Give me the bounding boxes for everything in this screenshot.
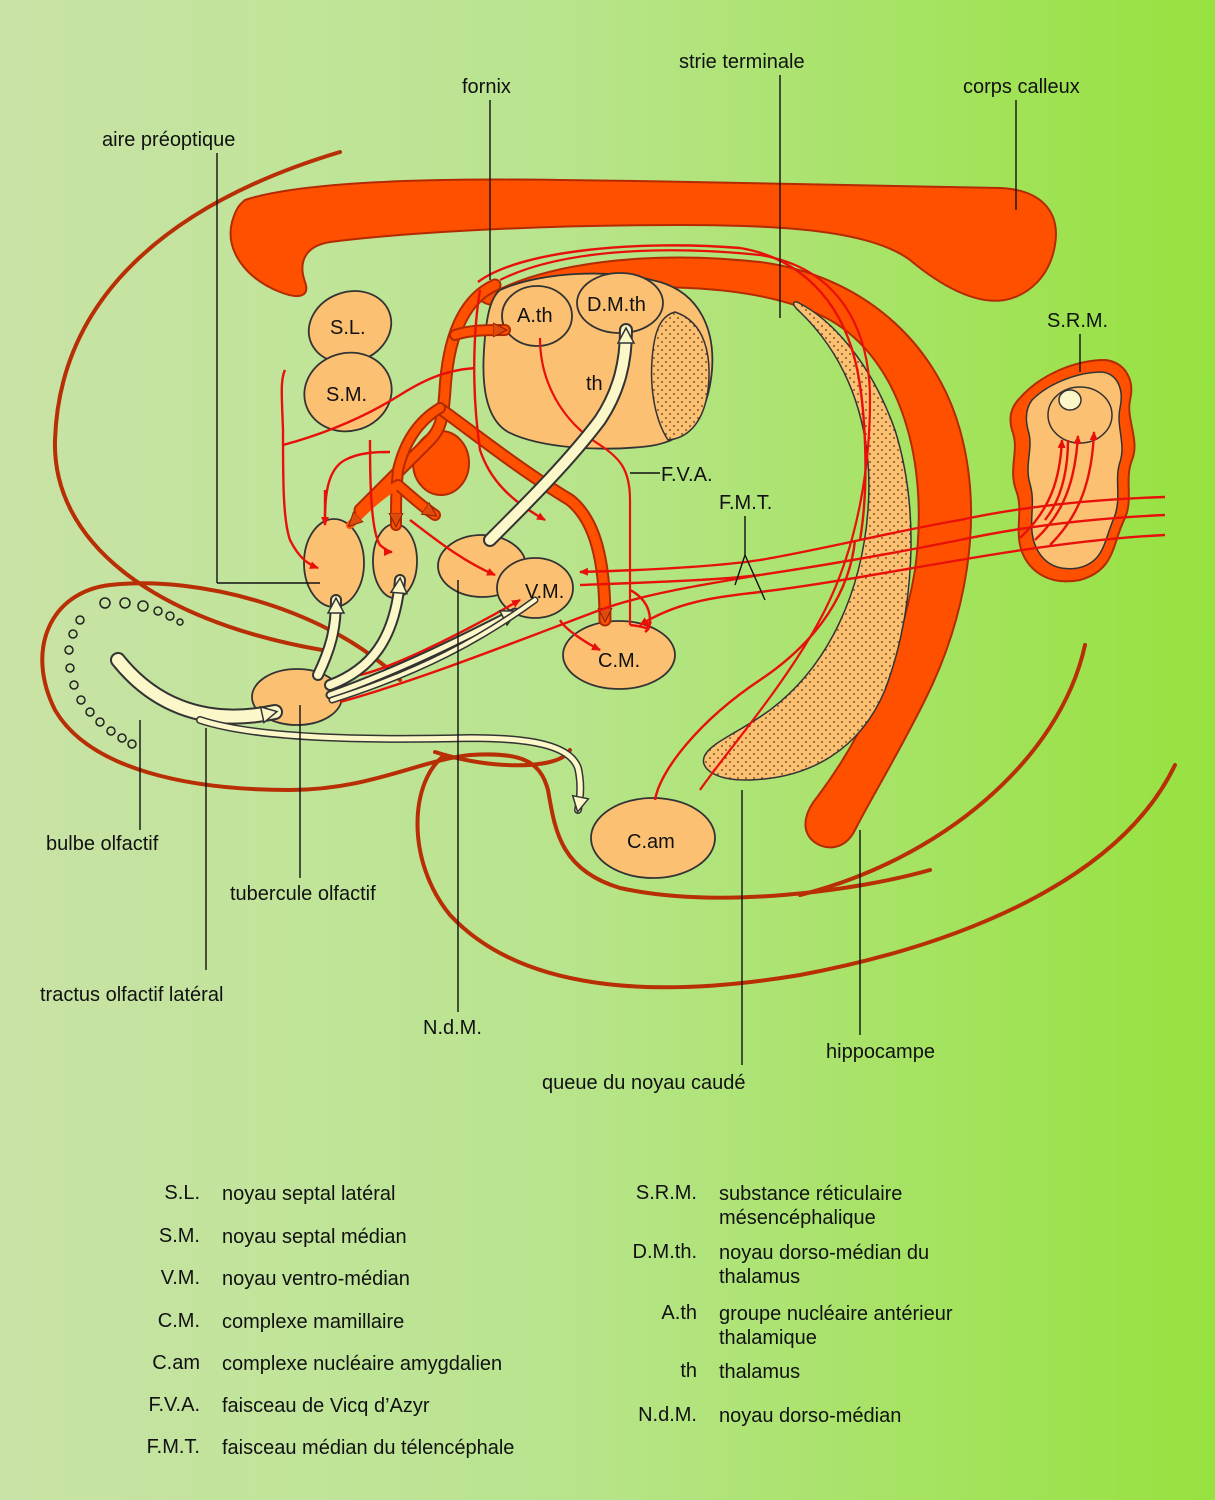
legend-desc: noyau septal latéral xyxy=(222,1183,396,1205)
legend-abbr: S.R.M. xyxy=(635,1182,697,1204)
legend-desc: complexe nucléaire amygdalien xyxy=(222,1353,503,1375)
hippocampe-shape xyxy=(478,256,973,849)
label-strie-terminale: strie terminale xyxy=(679,51,805,73)
nucleus-cam-shape xyxy=(590,797,716,879)
legend-row: C.am complexe nucléaire amygdalien xyxy=(120,1352,502,1376)
label-aire-preoptique: aire préoptique xyxy=(102,129,235,151)
legend-row: S.R.M. substance réticulaire mésencéphali… xyxy=(617,1182,969,1230)
thalamus-group xyxy=(482,272,714,450)
outer-contour xyxy=(52,150,342,652)
label-fmt: F.M.T. xyxy=(719,492,772,514)
label-ndm: N.d.M. xyxy=(423,1017,482,1039)
legend-row: D.M.th. noyau dorso-médian du thalamus xyxy=(617,1241,979,1289)
red-pathways xyxy=(280,244,1166,801)
legend-desc: groupe nucléaire antérieur thalamique xyxy=(719,1303,953,1349)
fornix-pathway xyxy=(346,278,605,627)
label-tractus-olfactif: tractus olfactif latéral xyxy=(40,984,223,1006)
nuclei xyxy=(251,290,716,879)
inner-temporal-arc xyxy=(798,643,1087,897)
legend-row: V.M. noyau ventro-médian xyxy=(120,1267,410,1291)
nucleus-label-dmth: D.M.th xyxy=(587,294,646,316)
temporal-outline xyxy=(415,753,1177,990)
nucleus-cm-shape xyxy=(562,620,676,690)
legend-desc: noyau ventro-médian xyxy=(222,1268,410,1290)
nucleus-label-sl: S.L. xyxy=(330,317,366,339)
legend-left: S.L. noyau septal latéral S.M. noyau septa… xyxy=(120,1182,580,1472)
label-fva: F.V.A. xyxy=(661,464,713,486)
brain-outline xyxy=(40,150,1177,990)
label-corps-calleux: corps calleux xyxy=(963,76,1080,98)
nucleus-label-cm: C.M. xyxy=(598,650,640,672)
legend-desc: substance réticulaire mésencéphalique xyxy=(719,1183,903,1229)
legend-right: S.R.M. substance réticulaire mésencéphali… xyxy=(617,1182,1097,1442)
label-fornix: fornix xyxy=(462,76,511,98)
legend-abbr: S.M. xyxy=(158,1225,200,1247)
nucleus-labels: S.L. S.M. A.th D.M.th th V.M. C.M. C.am xyxy=(326,294,675,853)
legend-row: S.M. noyau septal médian xyxy=(120,1225,407,1249)
label-srm: S.R.M. xyxy=(1047,310,1108,332)
legend-desc: faisceau médian du télencéphale xyxy=(222,1437,515,1459)
nucleus-label-vm: V.M. xyxy=(525,581,564,603)
label-bulbe-olfactif: bulbe olfactif xyxy=(46,833,159,855)
label-tubercule-olfactif: tubercule olfactif xyxy=(230,883,376,905)
noyau-caude-tail xyxy=(702,301,912,781)
legend-row: F.V.A. faisceau de Vicq d’Azyr xyxy=(120,1394,430,1418)
legend-abbr: C.M. xyxy=(157,1310,200,1332)
legend-abbr: A.th xyxy=(661,1302,697,1324)
legend-desc: noyau dorso-médian xyxy=(719,1405,902,1427)
legend-row: S.L. noyau septal latéral xyxy=(120,1182,395,1206)
legend-desc: thalamus xyxy=(719,1361,801,1383)
legend-desc: complexe mamillaire xyxy=(222,1311,405,1333)
anatomical-labels: fornix strie terminale corps calleux air… xyxy=(40,51,1108,1094)
legend-abbr: C.am xyxy=(152,1352,200,1374)
legend-desc: noyau dorso-médian du thalamus xyxy=(719,1242,930,1288)
nucleus-label-th: th xyxy=(586,373,603,395)
legend-abbr: N.d.M. xyxy=(638,1404,697,1426)
olfactory-pathways xyxy=(110,323,636,814)
legend-row: th thalamus xyxy=(617,1360,800,1384)
legend-desc: faisceau de Vicq d’Azyr xyxy=(222,1395,430,1417)
legend-abbr: th xyxy=(680,1360,697,1382)
label-queue-noyau: queue du noyau caudé xyxy=(542,1072,746,1094)
nucleus-po-left-shape xyxy=(303,518,365,608)
legend-row: A.th groupe nucléaire antérieur thalamiqu… xyxy=(617,1302,1009,1350)
legend-row: C.M. complexe mamillaire xyxy=(120,1310,405,1334)
nucleus-label-ath: A.th xyxy=(517,305,553,327)
legend-desc: noyau septal médian xyxy=(222,1226,407,1248)
olfactory-bulb-outline xyxy=(40,581,932,900)
olfactory-bulb-dots xyxy=(64,597,184,749)
legend-abbr: F.M.T. xyxy=(146,1436,200,1458)
legend-abbr: S.L. xyxy=(164,1182,200,1204)
legend-abbr: V.M. xyxy=(160,1267,200,1289)
legend-abbr: D.M.th. xyxy=(632,1241,697,1263)
nucleus-label-cam: C.am xyxy=(627,831,675,853)
legend-abbr: F.V.A. xyxy=(148,1394,200,1416)
lower-outline xyxy=(433,748,572,768)
label-hippocampe: hippocampe xyxy=(826,1041,935,1063)
nucleus-label-sm: S.M. xyxy=(326,384,367,406)
corps-calleux-shape xyxy=(229,178,1057,302)
legend-row: F.M.T. faisceau médian du télencéphale xyxy=(120,1436,515,1460)
leader-lines xyxy=(139,75,1081,1065)
legend-row: N.d.M. noyau dorso-médian xyxy=(617,1404,901,1428)
